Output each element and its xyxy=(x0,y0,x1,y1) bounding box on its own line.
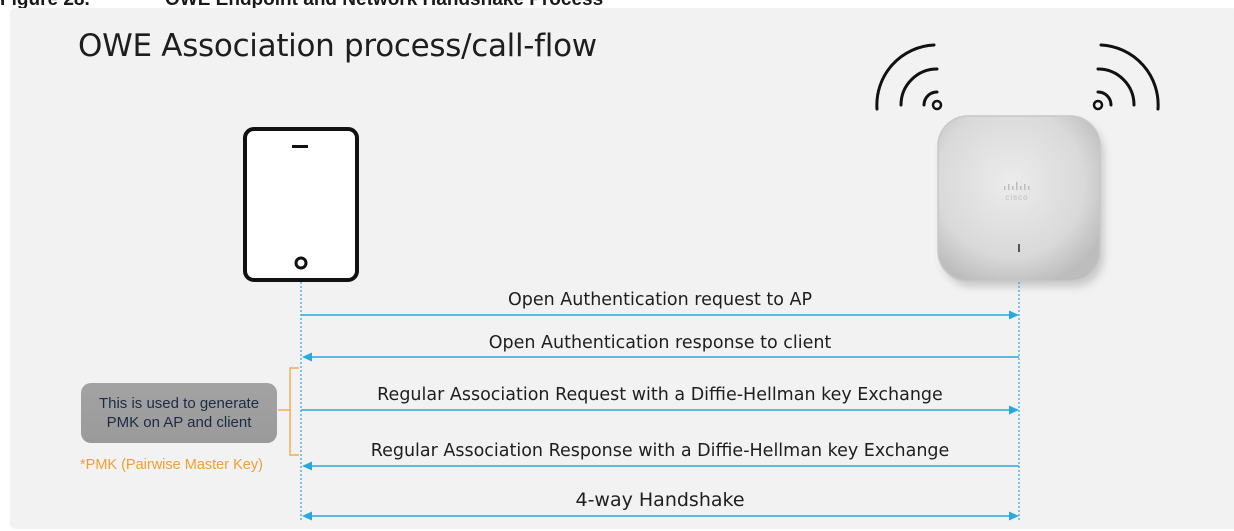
message-arrow-2 xyxy=(302,352,1019,362)
message-arrow-4 xyxy=(302,461,1019,471)
message-label-1: Open Authentication request to AP xyxy=(507,290,813,310)
pmk-note-line-1: This is used to generate xyxy=(98,395,260,412)
pmk-bracket xyxy=(278,367,299,456)
message-arrow-5 xyxy=(302,511,1019,521)
message-label-3: Regular Association Request with a Diffi… xyxy=(377,385,943,405)
figure-title: OWE Endpoint and Network Handshake Proce… xyxy=(165,0,603,9)
wifi-signal-left-icon xyxy=(875,43,943,111)
pmk-footnote: *PMK (Pairwise Master Key) xyxy=(80,457,263,473)
diagram-title: OWE Association process/call-flow xyxy=(78,28,597,64)
message-label-4: Regular Association Response with a Diff… xyxy=(370,441,950,461)
message-arrow-1 xyxy=(301,310,1019,320)
message-label-5: 4-way Handshake xyxy=(575,489,745,511)
figure-caption: Figure 28.OWE Endpoint and Network Hands… xyxy=(0,0,603,9)
message-arrow-3 xyxy=(301,405,1019,415)
tablet-icon xyxy=(243,127,359,282)
figure-number: Figure 28. xyxy=(0,0,165,9)
svg-text:cisco: cisco xyxy=(1005,193,1028,202)
wifi-signal-right-icon xyxy=(1092,43,1160,111)
access-point-icon xyxy=(937,115,1104,287)
pmk-note-line-2: PMK on AP and client xyxy=(106,414,252,431)
cisco-logo: cisco xyxy=(1004,182,1030,202)
message-label-2: Open Authentication response to client xyxy=(488,333,832,353)
pmk-note-box: This is used to generate PMK on AP and c… xyxy=(81,383,277,443)
